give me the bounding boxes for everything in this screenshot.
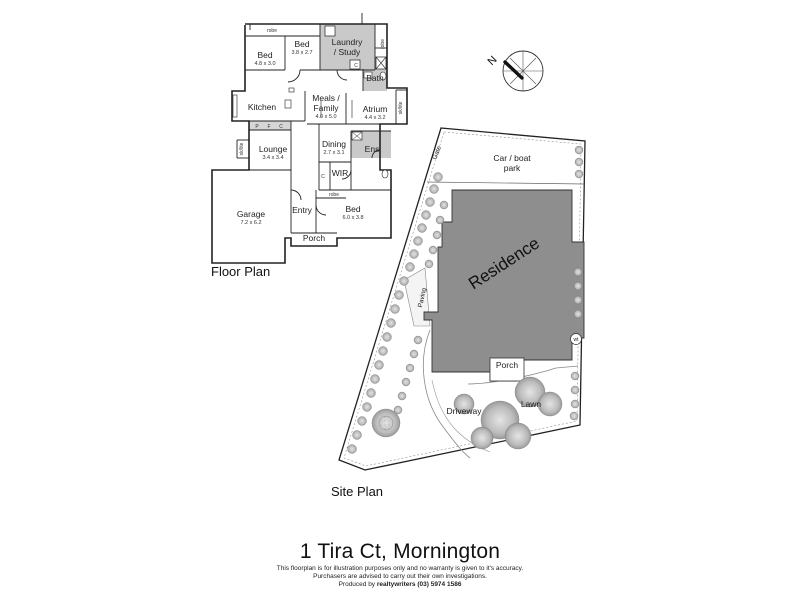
floor-plan-title: Floor Plan [211,264,270,279]
room-atrium-dims: 4.4 x 3.2 [364,115,385,121]
lawn-trees [371,376,563,450]
room-meals-label: Meals / [312,93,340,103]
pantry-fill [249,121,291,130]
carpark-label: Car / boat [493,153,531,163]
skylight-label-2: sk/lite [398,101,404,114]
cupboard-label-3: C [279,124,283,130]
fixtures [232,25,389,179]
room-lounge-dims: 3.4 x 3.4 [262,155,283,161]
room-bed2-label: Bed [294,39,309,49]
paving-label: Paving [417,287,428,308]
north-label: N [485,54,499,68]
room-meals-label-2: Family [313,103,339,113]
site-plan-title: Site Plan [331,484,383,499]
residence-footprint [423,189,585,382]
room-garage-dims: 7.2 x 6.2 [240,220,261,226]
room-dining-label: Dining [322,139,346,149]
producer-credit: Produced by realtywriters (03) 5974 1586 [0,581,800,589]
robe-label-2: robe [380,39,386,49]
door-swings [287,69,381,216]
gate-label: Gate [431,145,443,161]
room-bed2-dims: 3.8 x 2.7 [291,50,312,56]
room-laundry-label-2: / Study [334,47,361,57]
producer-company: realtywriters (03) 5974 1586 [376,581,462,588]
site-plan: Residence Car / boat park Gate Paving Po… [331,127,586,499]
property-address: 1 Tira Ct, Mornington [299,540,501,563]
cupboard-label-1: C [354,63,358,69]
porch-site-label: Porch [496,360,518,370]
north-arrow: N [485,50,544,92]
water-tank [570,333,582,345]
robe-label-3: robe [329,192,339,198]
watertank-label: wt [574,337,580,343]
room-atrium-label: Atrium [363,104,388,114]
east-hedge [569,145,584,421]
room-kitchen-label: Kitchen [248,102,277,112]
pantry-label: P [255,124,259,130]
floor-plan: Bed 4.8 x 3.0 Bed 3.8 x 2.7 Laundry / St… [211,13,408,279]
room-entry-label: Entry [292,205,313,215]
producer-prefix: Produced by [338,581,377,588]
room-bed3-label: Bed [345,204,360,214]
paving [403,267,431,327]
room-garage-label: Garage [237,209,266,219]
internal-walls [232,13,407,234]
cupboard-label-2: C [321,174,325,180]
room-bed1-dims: 4.8 x 3.0 [254,61,275,67]
room-bed3-dims: 6.0 x 3.8 [342,215,363,221]
room-ens-label: Ens [365,144,380,154]
carpark-edge [426,181,585,185]
room-porch-label: Porch [303,233,325,243]
room-bed1-label: Bed [257,50,272,60]
room-bath-label: Bath [366,73,384,83]
disclaimer-line-1: This floorplan is for illustration purpo… [276,565,524,572]
room-lounge-label: Lounge [259,144,288,154]
room-dining-dims: 2.7 x 3.1 [323,150,344,156]
room-laundry-label: Laundry [332,37,363,47]
lawn-label: Lawn [521,399,542,409]
driveway-edge-1 [422,329,471,459]
room-wir-label: WIR [332,168,349,178]
site-porch [489,357,525,382]
robe-label-1: robe [267,28,277,34]
driveway-label: Driveway [447,406,483,416]
room-meals-dims: 4.0 x 5.0 [315,114,336,120]
skylight-label: sk/lite [239,142,245,155]
fridge-label: F [267,124,270,130]
disclaimer-line-2: Purchasers are advised to carry out thei… [313,573,487,580]
carpark-label-2: park [504,163,521,173]
